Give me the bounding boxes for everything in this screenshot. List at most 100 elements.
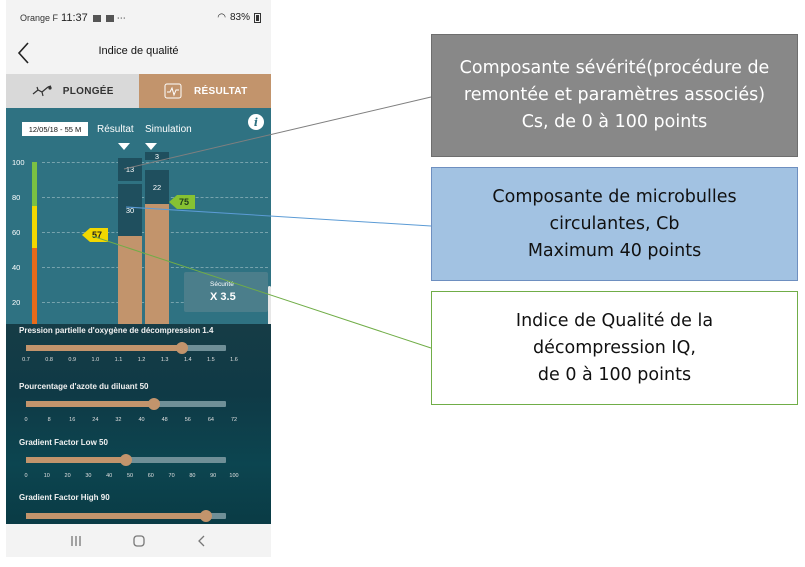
security-label: Sécurité <box>210 281 234 288</box>
gf-low-slider-fill <box>26 457 126 463</box>
microbubbles-callout-text: Composante de microbulles circulantes, C… <box>492 186 737 261</box>
slider-tick-label: 56 <box>184 417 191 423</box>
slider-tick-label: 1.1 <box>114 357 123 363</box>
simulation-marker-icon <box>145 143 157 150</box>
ppo2-slider-thumb[interactable] <box>176 342 188 354</box>
simulation-score-tag: 75 <box>169 195 196 209</box>
result-chart-icon <box>164 83 182 99</box>
slider-tick-label: 90 <box>210 473 217 479</box>
phone-screen: Orange F 11:37 ⋯ ◠ 83% Indice de qualité <box>6 0 271 557</box>
slider-tick-label: 60 <box>147 473 154 479</box>
gf-high-slider[interactable] <box>26 510 226 522</box>
y-tick-label: 100 <box>12 158 25 167</box>
back-icon[interactable] <box>190 531 214 551</box>
slider-tick-label: 24 <box>92 417 99 423</box>
diver-icon <box>32 85 52 97</box>
status-bar: Orange F 11:37 ⋯ ◠ 83% <box>6 0 271 32</box>
slider-tick-label: 0 <box>24 417 28 423</box>
scale-orange <box>32 248 37 324</box>
nitrogen-slider[interactable] <box>26 398 226 410</box>
page-title: Indice de qualité <box>98 45 179 57</box>
y-tick-label: 40 <box>12 263 21 272</box>
scale-yellow <box>32 206 37 248</box>
severity-callout-text: Composante sévérité(procédure de remonté… <box>459 58 770 132</box>
slider-tick-label: 1.6 <box>230 357 238 363</box>
slider-tick-label: 8 <box>47 417 51 423</box>
scale-green <box>32 162 37 206</box>
tab-resultat-label: RÉSULTAT <box>193 85 248 97</box>
battery-icon <box>254 12 261 23</box>
gf-high-slider-fill <box>26 513 206 519</box>
slider-tick-label: 40 <box>138 417 145 423</box>
quality-callout-text: Indice de Qualité de la décompression IQ… <box>515 310 714 385</box>
slider-tick-label: 0.7 <box>22 357 30 363</box>
gf-low-slider[interactable] <box>26 454 226 466</box>
result-score-tag: 57 <box>82 228 109 242</box>
clock: 11:37 <box>61 12 88 24</box>
nitrogen-slider-fill <box>26 401 154 407</box>
security-factor-box: Sécurité X 3.5 <box>184 272 268 312</box>
slider-tick-label: 40 <box>106 473 113 479</box>
severity-callout: Composante sévérité(procédure de remonté… <box>431 34 798 157</box>
result-mid-segment: 30 <box>118 184 142 236</box>
slider-tick-label: 100 <box>229 473 239 479</box>
slider-tick-label: 1.0 <box>91 357 100 363</box>
slider-tick-label: 20 <box>64 473 71 479</box>
ppo2-label: Pression partielle d'oxygène de décompre… <box>19 326 214 335</box>
nitrogen-slider-thumb[interactable] <box>148 398 160 410</box>
slider-tick-label: 80 <box>189 473 196 479</box>
gf-high-slider-thumb[interactable] <box>200 510 212 522</box>
slider-tick-label: 1.5 <box>207 357 215 363</box>
ppo2-slider[interactable] <box>26 342 226 354</box>
tab-plongee-label: PLONGÉE <box>62 85 114 97</box>
nitrogen-label: Pourcentage d'azote du diluant 50 <box>19 382 149 391</box>
drawer-handle[interactable] <box>268 286 271 326</box>
gf-high-label: Gradient Factor High 90 <box>19 493 110 502</box>
gf-low-slider-thumb[interactable] <box>120 454 132 466</box>
slider-tick-label: 70 <box>168 473 175 479</box>
back-arrow-icon[interactable] <box>14 38 34 68</box>
column-result-label: Résultat <box>97 124 134 135</box>
tab-plongee[interactable]: PLONGÉE <box>6 74 139 108</box>
tab-resultat[interactable]: RÉSULTAT <box>138 74 271 108</box>
home-icon[interactable] <box>127 531 151 551</box>
security-value: X 3.5 <box>210 291 236 303</box>
slider-tick-label: 32 <box>115 417 122 423</box>
result-bar <box>118 236 142 324</box>
ppo2-slider-fill <box>26 345 182 351</box>
result-panel: 12/05/18 - 55 M Résultat Simulation i 10… <box>6 108 271 326</box>
simulation-mid-segment: 22 <box>145 170 169 204</box>
slider-tick-label: 50 <box>126 473 134 479</box>
simulation-bar <box>145 204 169 324</box>
slider-tick-label: 10 <box>43 473 50 479</box>
slider-tick-label: 0.9 <box>68 357 77 363</box>
slider-tick-label: 72 <box>230 417 238 423</box>
quality-callout: Indice de Qualité de la décompression IQ… <box>431 291 798 405</box>
info-icon[interactable]: i <box>248 114 264 130</box>
carrier-name: Orange F <box>20 13 59 23</box>
android-nav-bar <box>6 524 271 557</box>
wifi-icon: ◠ <box>217 12 226 23</box>
battery-percent: 83% <box>229 12 250 23</box>
gf-low-label: Gradient Factor Low 50 <box>19 438 108 447</box>
slider-tick-label: 16 <box>69 417 76 423</box>
gridline <box>42 162 268 163</box>
slider-tick-label: 48 <box>161 417 168 423</box>
result-marker-icon <box>118 143 130 150</box>
tab-bar: PLONGÉE RÉSULTAT <box>6 74 271 108</box>
parameter-sliders: Pression partielle d'oxygène de décompre… <box>6 324 271 524</box>
slider-tick-label: 1.3 <box>160 357 169 363</box>
dive-date-selector[interactable]: 12/05/18 - 55 M <box>22 122 88 136</box>
recent-apps-icon[interactable] <box>64 531 88 551</box>
slider-tick-label: 64 <box>207 417 214 423</box>
app-header: Indice de qualité <box>6 32 271 74</box>
simulation-top-segment: 3 <box>145 152 169 161</box>
y-tick-label: 80 <box>12 193 21 202</box>
notification-icon <box>92 14 101 22</box>
microbubbles-callout: Composante de microbulles circulantes, C… <box>431 167 798 281</box>
slider-tick-label: 1.2 <box>137 357 146 363</box>
image-notification-icon <box>105 14 114 22</box>
slider-tick-label: 1.4 <box>183 357 192 363</box>
slider-tick-label: 0 <box>24 473 28 479</box>
